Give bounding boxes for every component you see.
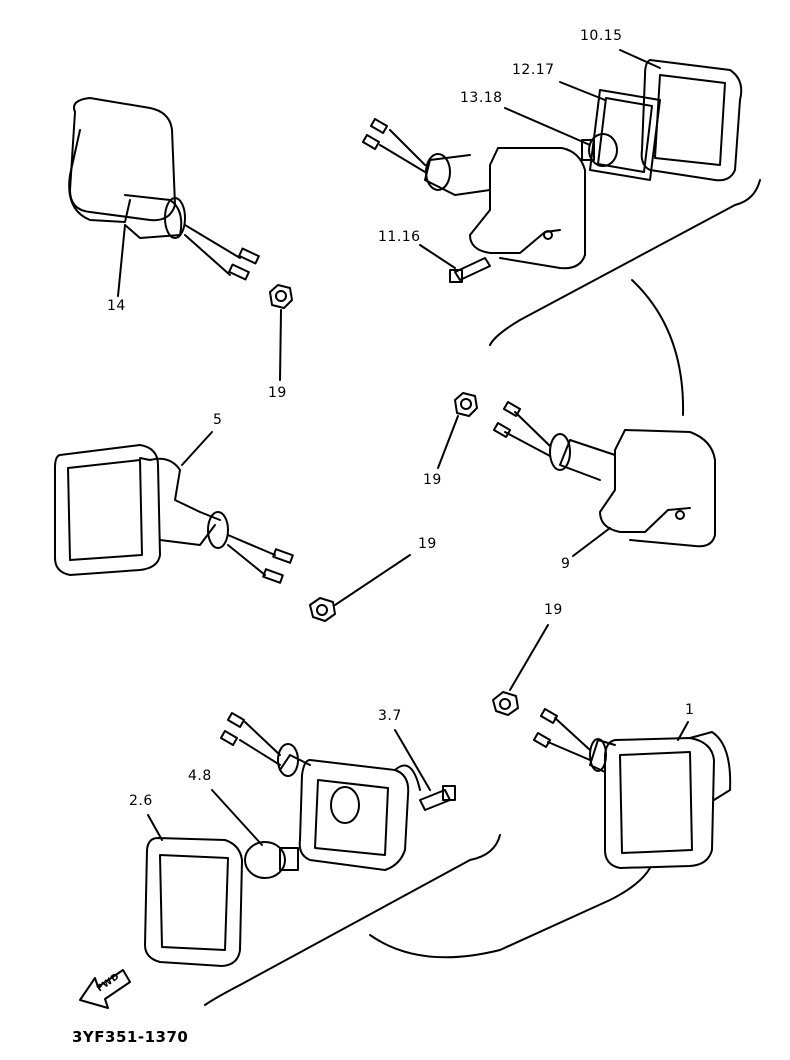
callout-10-15: 10.15 <box>580 28 623 44</box>
callout-19-a: 19 <box>268 385 287 401</box>
callout-3-7: 3.7 <box>378 708 402 724</box>
callout-12-17: 12.17 <box>512 62 555 78</box>
callout-2-6: 2.6 <box>129 793 153 809</box>
callout-4-8: 4.8 <box>188 768 212 784</box>
bulb-front <box>244 841 299 879</box>
gasket-rear <box>589 89 661 181</box>
leader-4-8 <box>211 789 263 846</box>
leader-1 <box>677 721 689 741</box>
callout-9: 9 <box>561 556 571 572</box>
screw-front <box>419 785 456 811</box>
wires-rear <box>361 118 426 173</box>
connector-arrow-top <box>631 279 685 416</box>
nut-19-a <box>269 284 293 309</box>
group-bracket-bottom <box>204 834 501 1006</box>
leader-13-18 <box>504 107 591 146</box>
flasher-14 <box>68 97 260 281</box>
callout-13-18: 13.18 <box>460 90 503 106</box>
leader-10-15 <box>619 49 661 69</box>
bulb-rear <box>581 133 618 167</box>
flasher-housing-front <box>219 712 421 871</box>
leader-19-a <box>279 309 282 381</box>
lens-rear <box>640 59 743 182</box>
leader-19-c <box>334 554 411 606</box>
connector-arrow-bottom <box>369 867 651 959</box>
callout-1: 1 <box>685 702 695 718</box>
leader-14 <box>117 224 126 297</box>
lens-front <box>144 837 243 967</box>
leader-19-d <box>509 624 549 691</box>
flasher-1 <box>532 708 732 869</box>
screw-rear <box>449 257 491 283</box>
drawing-code: 3YF351-1370 <box>72 1028 189 1046</box>
nut-19-c <box>309 597 336 622</box>
leader-11-16 <box>419 244 456 269</box>
callout-11-16: 11.16 <box>378 229 421 245</box>
leader-12-17 <box>559 81 606 101</box>
flasher-housing-rear <box>424 147 586 270</box>
leader-5 <box>181 431 213 466</box>
callout-19-c: 19 <box>418 536 437 552</box>
fwd-arrow-icon <box>79 969 131 1009</box>
leader-9 <box>572 527 611 557</box>
callout-19-b: 19 <box>423 472 442 488</box>
leader-3-7 <box>394 729 431 791</box>
flasher-9 <box>492 401 716 548</box>
callout-14: 14 <box>107 298 126 314</box>
flasher-5 <box>54 444 294 584</box>
nut-19-d <box>492 691 519 716</box>
nut-19-b <box>454 392 478 417</box>
group-bracket-top <box>489 179 761 346</box>
callout-5: 5 <box>213 412 223 428</box>
leader-19-b <box>437 415 459 469</box>
leader-2-6 <box>147 814 163 841</box>
callout-19-d: 19 <box>544 602 563 618</box>
